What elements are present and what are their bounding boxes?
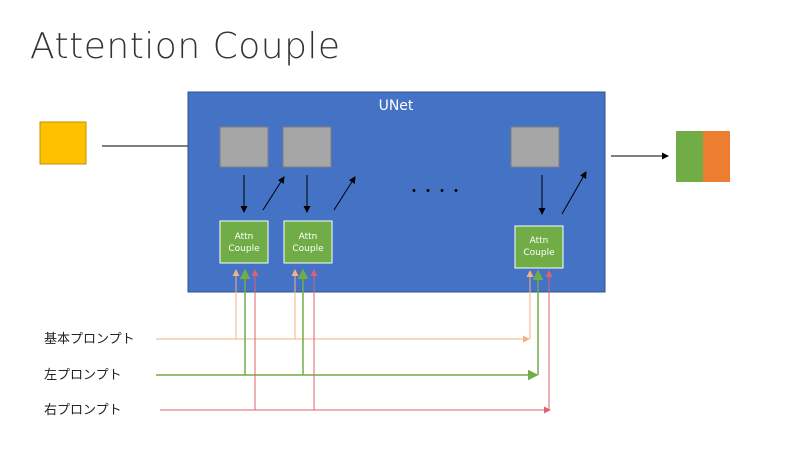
up-arrow-2 — [333, 176, 356, 211]
right-prompt-lines — [160, 269, 553, 414]
attn-couple-3-line1: Attn — [530, 236, 549, 246]
output-left-half — [676, 131, 703, 182]
left-prompt-lines — [156, 268, 544, 381]
attn-couple-2: Attn Couple — [283, 220, 333, 264]
base-prompt-lines — [156, 269, 534, 343]
attn-couple-2-line2: Couple — [292, 244, 324, 254]
ellipsis: ・・・・ — [407, 184, 463, 200]
attn-couple-1-line1: Attn — [235, 232, 254, 242]
attn-couple-1: Attn Couple — [219, 220, 269, 264]
input-square — [39, 121, 87, 165]
unet-block-2 — [282, 126, 332, 168]
left-prompt-label: 左プロンプト — [44, 368, 122, 383]
unet-label: UNet — [379, 98, 414, 114]
base-prompt-label: 基本プロンプト — [44, 332, 135, 347]
attn-couple-3-line2: Couple — [523, 248, 555, 258]
unet-block-1 — [219, 126, 269, 168]
slide-title: Attention Couple — [30, 26, 341, 67]
right-prompt-label: 右プロンプト — [44, 403, 122, 418]
unet-block-3 — [510, 126, 560, 168]
up-arrow-1 — [262, 176, 285, 211]
output-right-half — [703, 131, 730, 182]
attn-couple-2-line1: Attn — [299, 232, 318, 242]
up-arrow-3 — [561, 171, 587, 215]
attn-couple-1-line2: Couple — [228, 244, 260, 254]
attn-couple-3: Attn Couple — [514, 225, 564, 269]
